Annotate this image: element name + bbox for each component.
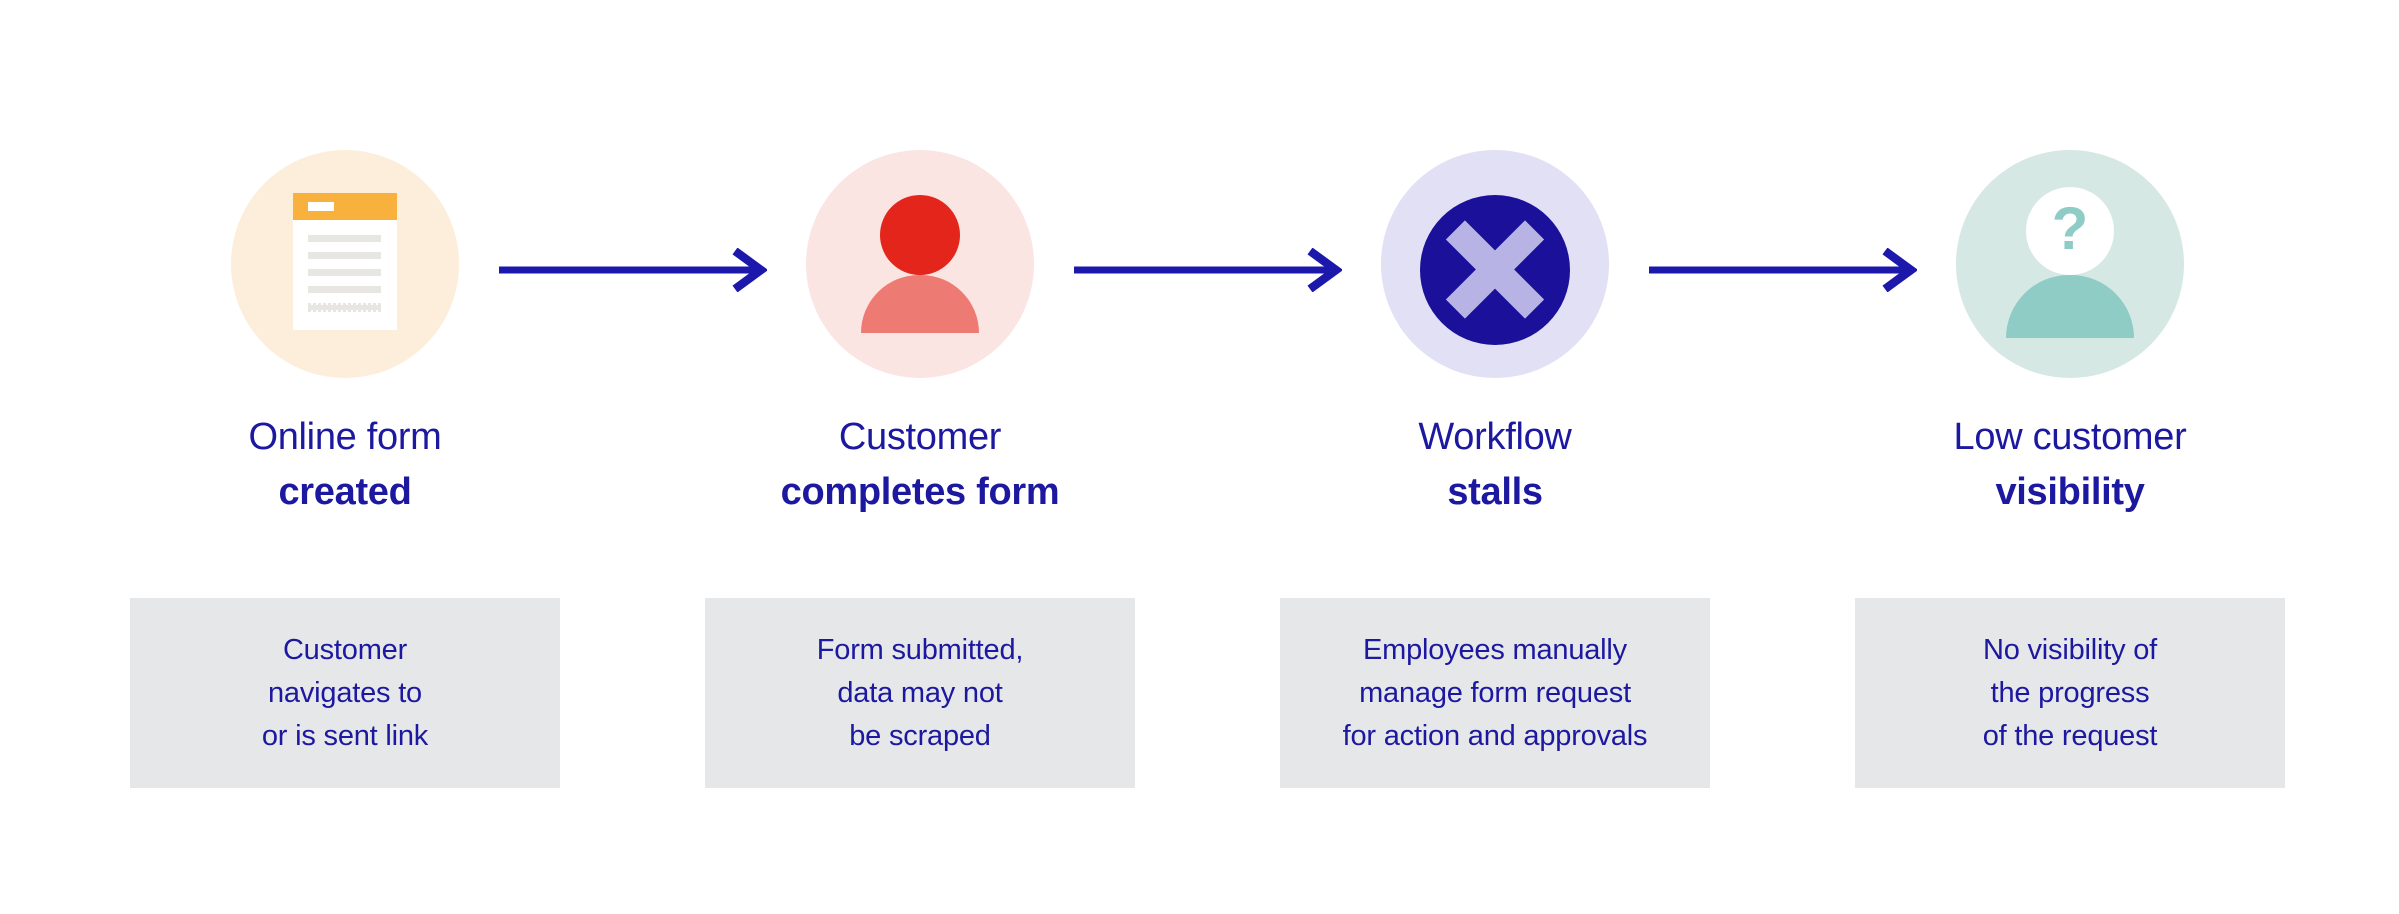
person-head: ? <box>2026 187 2114 275</box>
desc-line: the progress <box>1990 676 2150 709</box>
arrow-icon <box>499 248 767 292</box>
step-title: Low customer visibility <box>1855 410 2285 520</box>
form-line <box>308 269 381 276</box>
x-inner-circle <box>1420 195 1570 345</box>
step-title-line2: visibility <box>1995 471 2145 513</box>
step-title: Customer completes form <box>705 410 1135 520</box>
question-mark-glyph: ? <box>2051 195 2089 262</box>
desc-line: data may not <box>837 676 1003 709</box>
desc-line: No visibility of <box>1982 633 2158 666</box>
desc-line: be scraped <box>849 719 991 752</box>
step-title-line1: Customer <box>838 416 1002 458</box>
step-description-box: Form submitted, data may not be scraped <box>705 598 1135 788</box>
desc-line: of the request <box>1982 719 2158 752</box>
step-description-box: Customer navigates to or is sent link <box>130 598 560 788</box>
step-title-line2: stalls <box>1447 471 1543 513</box>
step-title-line1: Online form <box>248 416 442 458</box>
step-title-line2: created <box>278 471 412 513</box>
form-line <box>308 286 381 293</box>
step-description-box: No visibility of the progress of the req… <box>1855 598 2285 788</box>
arrow-icon <box>1074 248 1342 292</box>
form-line <box>308 252 381 259</box>
desc-line: for action and approvals <box>1342 719 1648 752</box>
form-document <box>293 193 397 330</box>
x-circle-icon <box>1381 150 1609 378</box>
desc-line: navigates to <box>268 676 422 709</box>
form-document-tab <box>308 202 334 211</box>
form-icon <box>231 150 459 378</box>
desc-line: Employees manually <box>1363 633 1627 666</box>
step-title: Online form created <box>130 410 560 520</box>
arrow-icon <box>1649 248 1917 292</box>
person-head <box>880 195 960 275</box>
form-line <box>308 235 381 242</box>
step-title: Workflow stalls <box>1280 410 1710 520</box>
step-title-line1: Low customer <box>1953 416 2187 458</box>
desc-line: Customer <box>282 633 408 666</box>
desc-line: Form submitted, <box>816 633 1024 666</box>
step-title-line1: Workflow <box>1418 416 1572 458</box>
person-icon <box>806 150 1034 378</box>
desc-line: or is sent link <box>261 719 429 752</box>
form-document-header <box>293 193 397 220</box>
step-title-line2: completes form <box>780 471 1060 513</box>
form-line-dashed <box>308 303 381 312</box>
desc-line: manage form request <box>1359 676 1631 709</box>
question-person-icon: ? <box>1956 150 2184 378</box>
person-body <box>2006 275 2134 338</box>
step-description-box: Employees manually manage form request f… <box>1280 598 1710 788</box>
person-body <box>861 275 979 333</box>
